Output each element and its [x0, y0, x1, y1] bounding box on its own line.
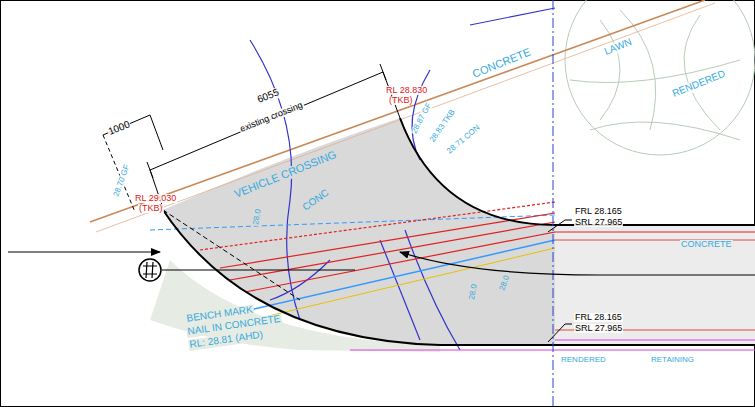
level-label: RL 29.030 — [134, 194, 177, 203]
level-label: (TKB) — [388, 96, 414, 105]
design-level: FRL 28.165 — [574, 313, 623, 322]
design-level: FRL 28.165 — [574, 207, 623, 216]
design-level: SRL 27.965 — [574, 324, 623, 333]
level-label: (TKB) — [138, 204, 164, 213]
design-level: SRL 27.965 — [574, 218, 623, 227]
area-label: CONCRETE — [680, 240, 733, 249]
area-label: RETAINING — [650, 356, 695, 364]
area-label: RENDERED — [560, 356, 607, 364]
level-label: RL 28.830 — [385, 86, 428, 95]
